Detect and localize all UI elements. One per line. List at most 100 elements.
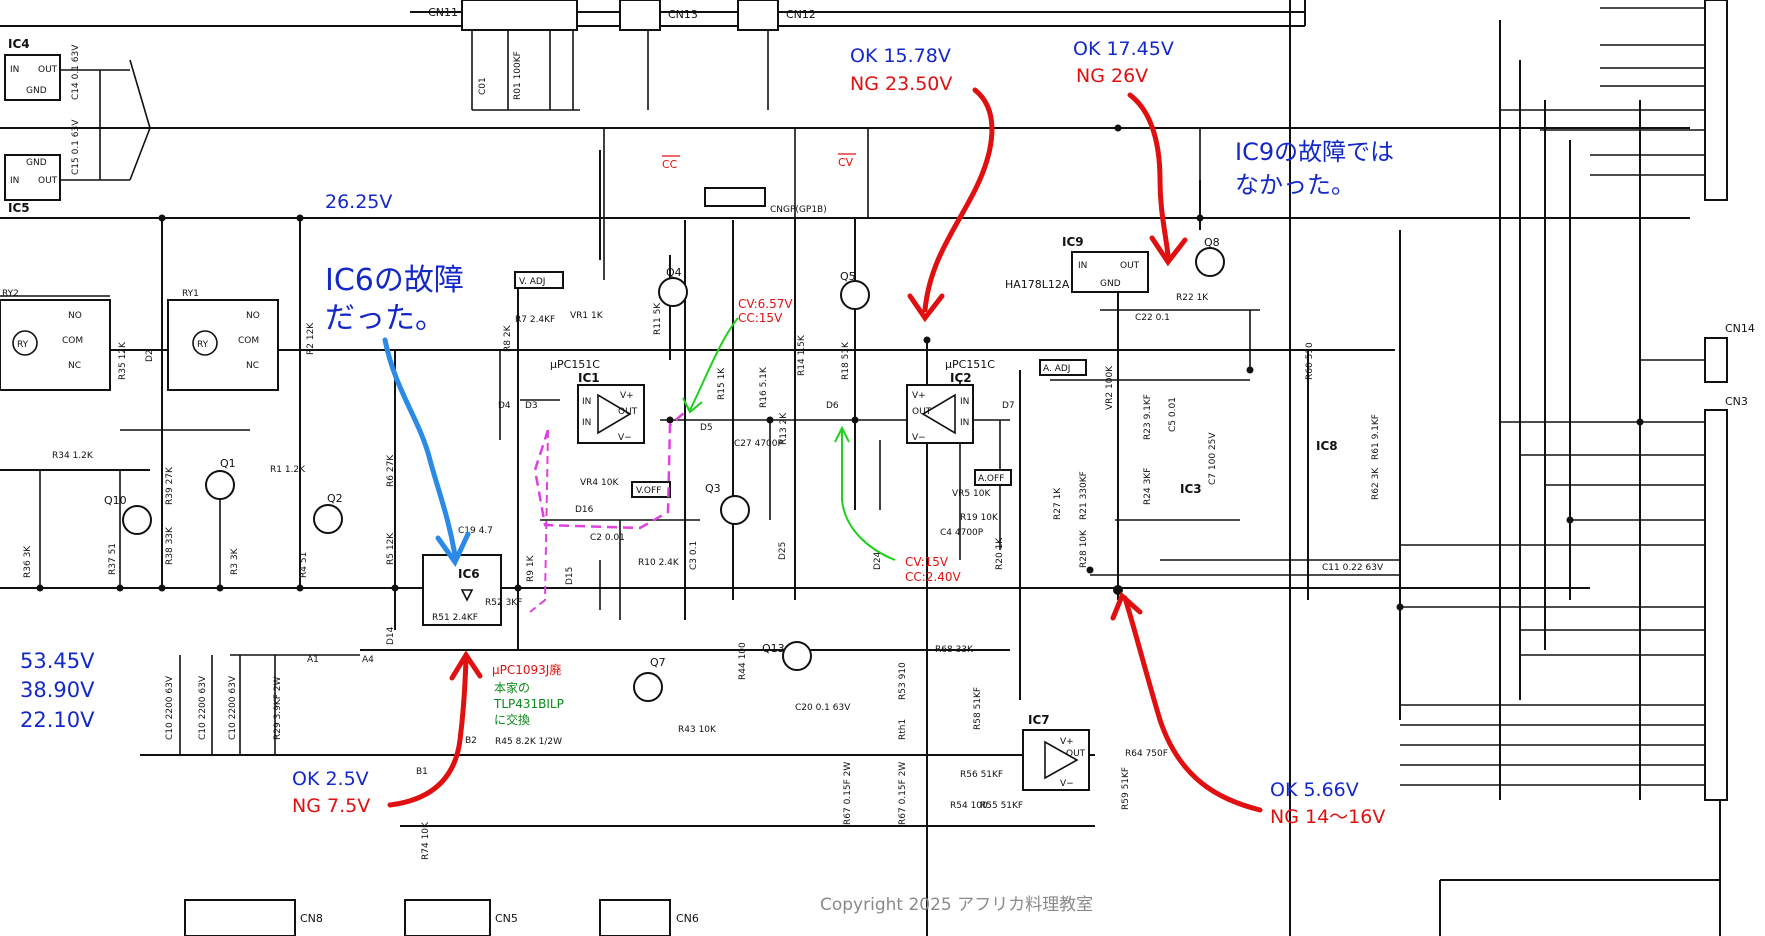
- svg-text:OUT: OUT: [38, 176, 58, 186]
- svg-text:D25: D25: [778, 542, 788, 560]
- svg-text:IN: IN: [10, 65, 19, 75]
- ic5-regulator: IC5 GND IN OUT: [4, 154, 61, 215]
- svg-text:OUT: OUT: [618, 407, 638, 417]
- voltage-53-45: 53.45V: [20, 649, 95, 673]
- svg-text:R5 12K: R5 12K: [386, 532, 396, 565]
- voltage-22-10: 22.10V: [20, 708, 95, 732]
- svg-text:Q7: Q7: [650, 656, 666, 669]
- ic6-note-line1: IC6の故障: [325, 263, 464, 298]
- svg-text:R24 3KF: R24 3KF: [1143, 468, 1153, 505]
- svg-text:VR5 10K: VR5 10K: [952, 489, 991, 499]
- connector-cn3: CN3: [1704, 395, 1748, 801]
- svg-text:R45 8.2K 1/2W: R45 8.2K 1/2W: [495, 737, 562, 747]
- ic7-opamp: IC7 V+ OUT V−: [1022, 713, 1090, 791]
- svg-text:RY: RY: [197, 340, 209, 350]
- a-off-box: [974, 469, 1012, 486]
- svg-text:VR1 1K: VR1 1K: [570, 311, 604, 321]
- ic1-label: IC1: [578, 371, 600, 385]
- svg-text:R9 1K: R9 1K: [526, 554, 536, 582]
- svg-text:R14 1.5K: R14 1.5K: [797, 334, 807, 376]
- svg-text:NO: NO: [68, 311, 82, 321]
- connector-cn5: CN5: [404, 899, 518, 936]
- svg-text:CN8: CN8: [300, 912, 323, 925]
- svg-text:R22 1K: R22 1K: [1176, 293, 1209, 303]
- svg-text:R52 3KF: R52 3KF: [485, 598, 522, 608]
- svg-text:GND: GND: [1100, 279, 1121, 289]
- svg-text:Q1: Q1: [220, 457, 236, 470]
- svg-text:Q3: Q3: [705, 482, 721, 495]
- svg-text:D5: D5: [700, 423, 713, 433]
- svg-text:CN5: CN5: [495, 912, 518, 925]
- transistor-q4: Q4: [658, 266, 688, 307]
- cc-15-text: CC:15V: [738, 311, 783, 325]
- svg-text:NO: NO: [246, 311, 260, 321]
- cn13-label: CN13: [668, 8, 698, 21]
- transistor-q7: Q7: [633, 656, 666, 702]
- ic9-label: IC9: [1062, 235, 1084, 249]
- ng-75-arrow: [387, 657, 469, 808]
- svg-text:R18 51K: R18 51K: [841, 341, 851, 380]
- svg-text:GND: GND: [26, 158, 47, 168]
- ic6-label: IC6: [458, 567, 480, 581]
- svg-text:C11 0.22 63V: C11 0.22 63V: [1322, 563, 1384, 573]
- svg-text:C4 4700P: C4 4700P: [940, 528, 984, 538]
- ng-23-arrow: [922, 87, 995, 313]
- transistor-q13: Q13: [762, 641, 812, 671]
- ic2-opamp: μPC151C IC2 V+ OUT IN IN V−: [906, 358, 995, 444]
- svg-text:R3 3K: R3 3K: [230, 547, 240, 575]
- svg-text:D14: D14: [386, 626, 396, 645]
- ic9-note-line1: IC9の故障では: [1235, 138, 1394, 166]
- svg-text:IN: IN: [960, 397, 969, 407]
- svg-text:OUT: OUT: [1066, 749, 1086, 759]
- svg-text:R1 1.2K: R1 1.2K: [270, 465, 306, 475]
- svg-text:R59 51KF: R59 51KF: [1121, 767, 1131, 810]
- svg-text:C5 0.01: C5 0.01: [1168, 397, 1178, 432]
- svg-text:D3: D3: [525, 401, 538, 411]
- ic6-feedback-dashed-loop: [533, 411, 686, 530]
- svg-text:OUT: OUT: [38, 65, 58, 75]
- svg-text:A4: A4: [362, 655, 374, 665]
- svg-text:Q4: Q4: [666, 266, 682, 279]
- svg-text:COM: COM: [62, 336, 83, 346]
- ic7-label: IC7: [1028, 713, 1050, 727]
- svg-text:R6 27K: R6 27K: [386, 454, 396, 487]
- svg-text:V−: V−: [618, 433, 632, 443]
- svg-text:D16: D16: [575, 505, 594, 515]
- svg-text:R58 51KF: R58 51KF: [973, 687, 983, 730]
- transistor-q2: Q2: [313, 492, 343, 534]
- ic2-label: IC2: [950, 371, 972, 385]
- ic4-label: IC4: [8, 37, 30, 51]
- svg-text:R39 27K: R39 27K: [165, 466, 175, 505]
- svg-text:R43 10K: R43 10K: [678, 725, 717, 735]
- cc-bar-label: CC: [662, 158, 678, 171]
- svg-text:B2: B2: [465, 736, 477, 746]
- connector-cn8: CN8: [184, 899, 323, 936]
- connector-cn13: CN13: [619, 0, 698, 31]
- ic3-label: IC3: [1180, 482, 1202, 496]
- v-adj-box: [514, 271, 564, 289]
- connector-cn14: CN14: [1704, 322, 1755, 383]
- relay-ry1: RY1 RY NO COM NC: [167, 289, 279, 391]
- svg-text:R67 0.15F 2W: R67 0.15F 2W: [898, 762, 908, 825]
- connector-cn12: CN12: [737, 0, 816, 31]
- svg-text:CN6: CN6: [676, 912, 699, 925]
- connector-cn11: CN11: [428, 0, 578, 31]
- svg-text:R13 2K: R13 2K: [779, 412, 789, 445]
- svg-text:R55 51KF: R55 51KF: [980, 801, 1023, 811]
- svg-text:C2 0.01: C2 0.01: [590, 533, 625, 543]
- copyright-text: Copyright 2025 アフリカ料理教室: [820, 895, 1093, 915]
- ic1-opamp: μPC151C IC1 IN IN V+ OUT V−: [550, 358, 645, 444]
- connector-right-top: [1704, 0, 1728, 201]
- replacement-note-line1: μPC1093J廃: [492, 662, 561, 677]
- svg-text:Q13: Q13: [762, 642, 785, 655]
- svg-text:R8 2K: R8 2K: [503, 324, 513, 352]
- svg-text:C20 0.1 63V: C20 0.1 63V: [795, 703, 851, 713]
- ok-2-5-text: OK 2.5V: [292, 768, 369, 790]
- svg-text:D7: D7: [1002, 401, 1015, 411]
- svg-text:C10 2200 63V: C10 2200 63V: [198, 675, 208, 740]
- svg-text:CNGP(GP1B): CNGP(GP1B): [770, 205, 827, 215]
- svg-text:IN: IN: [10, 176, 19, 186]
- voltage-38-90: 38.90V: [20, 678, 95, 702]
- cv-15-arrow: [841, 430, 896, 561]
